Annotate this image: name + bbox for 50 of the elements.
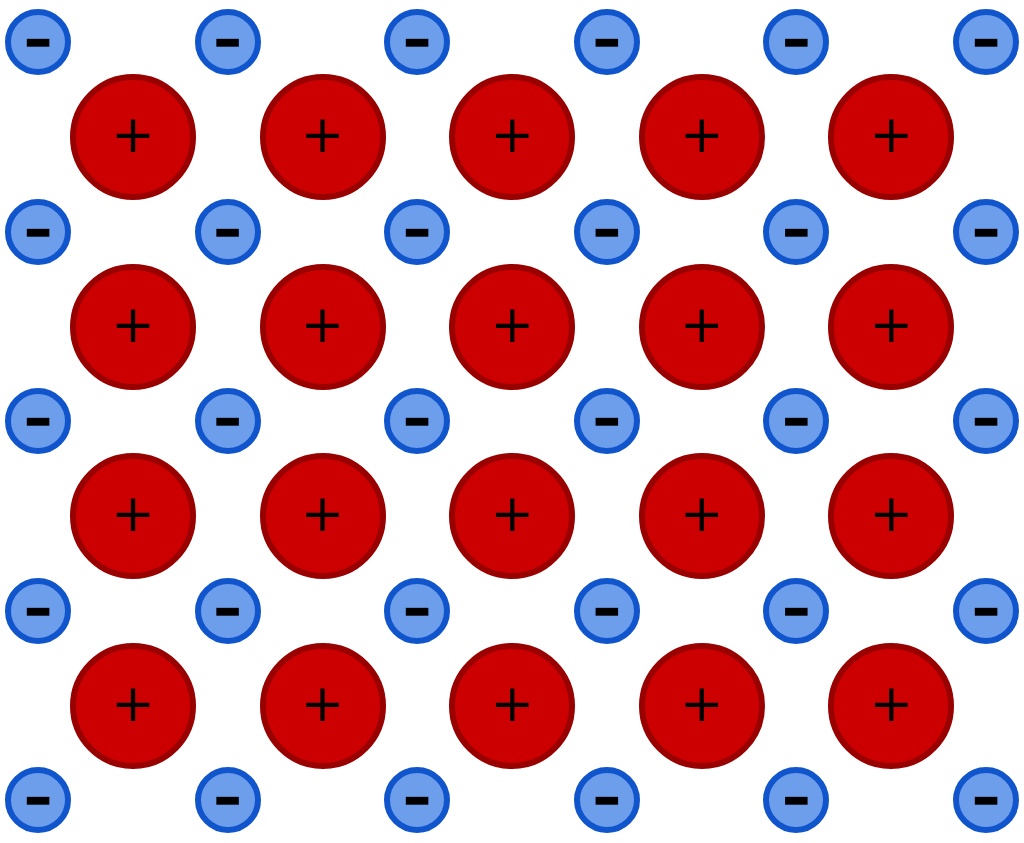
- charge-sign: +: [680, 303, 724, 346]
- charge-sign: +: [869, 114, 914, 156]
- charge-sign: −: [781, 23, 812, 59]
- charge-sign: +: [490, 303, 534, 346]
- charge-sign: −: [212, 592, 243, 627]
- charge-sign: +: [490, 682, 534, 725]
- charge-sign: +: [111, 493, 155, 535]
- charge-sign: −: [402, 23, 433, 59]
- charge-sign: −: [591, 592, 622, 627]
- charge-sign: −: [22, 592, 54, 627]
- charge-sign: −: [781, 592, 812, 627]
- charge-sign: +: [300, 303, 345, 346]
- charge-sign: −: [591, 23, 622, 59]
- charge-sign: −: [402, 781, 433, 817]
- charge-sign: −: [212, 781, 243, 817]
- charge-sign: −: [781, 781, 812, 817]
- charge-sign: +: [490, 114, 534, 156]
- charge-sign: +: [111, 114, 155, 156]
- charge-sign: −: [212, 402, 243, 438]
- charge-sign: +: [680, 114, 724, 156]
- charge-sign: +: [680, 493, 724, 535]
- charge-sign: +: [869, 493, 914, 535]
- charge-sign: +: [869, 303, 914, 346]
- charge-sign: +: [680, 682, 724, 725]
- charge-sign: +: [111, 682, 155, 725]
- charge-sign: −: [781, 213, 812, 248]
- charge-sign: −: [402, 402, 433, 438]
- charge-sign: −: [22, 23, 54, 59]
- charge-sign: −: [970, 781, 1002, 817]
- charge-sign: −: [781, 402, 812, 438]
- charge-sign: +: [490, 493, 534, 535]
- charge-sign: +: [300, 114, 345, 156]
- charge-sign: +: [111, 303, 155, 346]
- charge-sign: −: [22, 781, 54, 817]
- charge-sign: −: [970, 402, 1002, 438]
- charge-sign: −: [591, 781, 622, 817]
- charge-sign: +: [300, 682, 345, 725]
- charge-sign: −: [212, 23, 243, 59]
- charge-sign: −: [22, 402, 54, 438]
- charge-sign: −: [970, 213, 1002, 248]
- charge-sign: −: [970, 23, 1002, 59]
- charge-sign: −: [591, 402, 622, 438]
- charge-sign: −: [970, 592, 1002, 627]
- charge-sign: −: [402, 592, 433, 627]
- charge-sign: −: [22, 213, 54, 248]
- charge-sign: +: [869, 682, 914, 725]
- charge-sign: −: [212, 213, 243, 248]
- charge-sign: −: [591, 213, 622, 248]
- charge-sign: −: [402, 213, 433, 248]
- charge-sign: +: [300, 493, 345, 535]
